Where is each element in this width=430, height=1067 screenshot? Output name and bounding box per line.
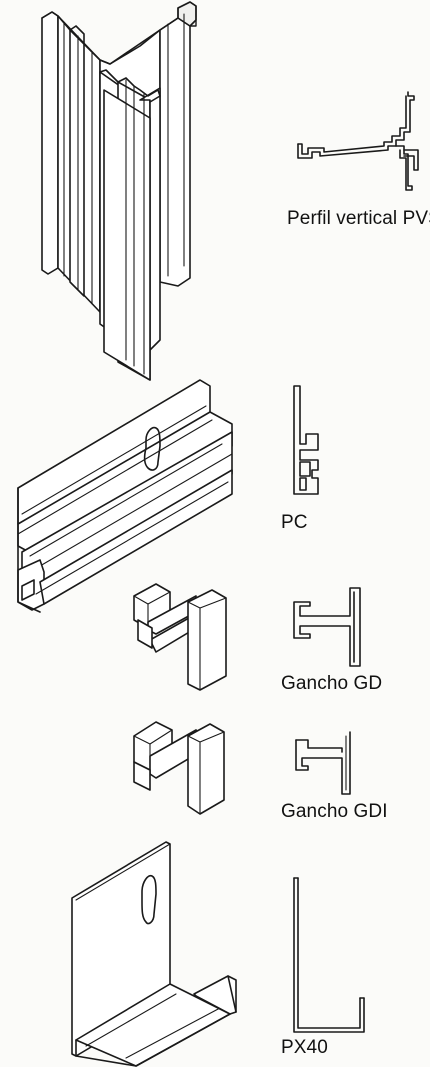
pc-isometric-drawing — [17, 379, 233, 613]
pc-section-drawing — [293, 385, 319, 495]
gdi-isometric-drawing — [133, 721, 225, 815]
gd-isometric-drawing — [133, 583, 227, 691]
label-px40: PX40 — [281, 1037, 328, 1058]
gdi-section-drawing — [295, 731, 351, 795]
label-gancho-gdi: Gancho GDI — [281, 801, 388, 822]
label-perfil-vertical-pvs: Perfil vertical PVS — [287, 208, 430, 229]
px40-isometric-drawing — [71, 841, 237, 1067]
px40-section-drawing — [293, 877, 365, 1033]
label-pc: PC — [281, 512, 308, 533]
pvs-isometric-drawing — [41, 1, 197, 381]
gd-section-drawing — [293, 587, 361, 667]
pvs-section-drawing — [297, 91, 419, 191]
label-gancho-gd: Gancho GD — [281, 673, 383, 694]
